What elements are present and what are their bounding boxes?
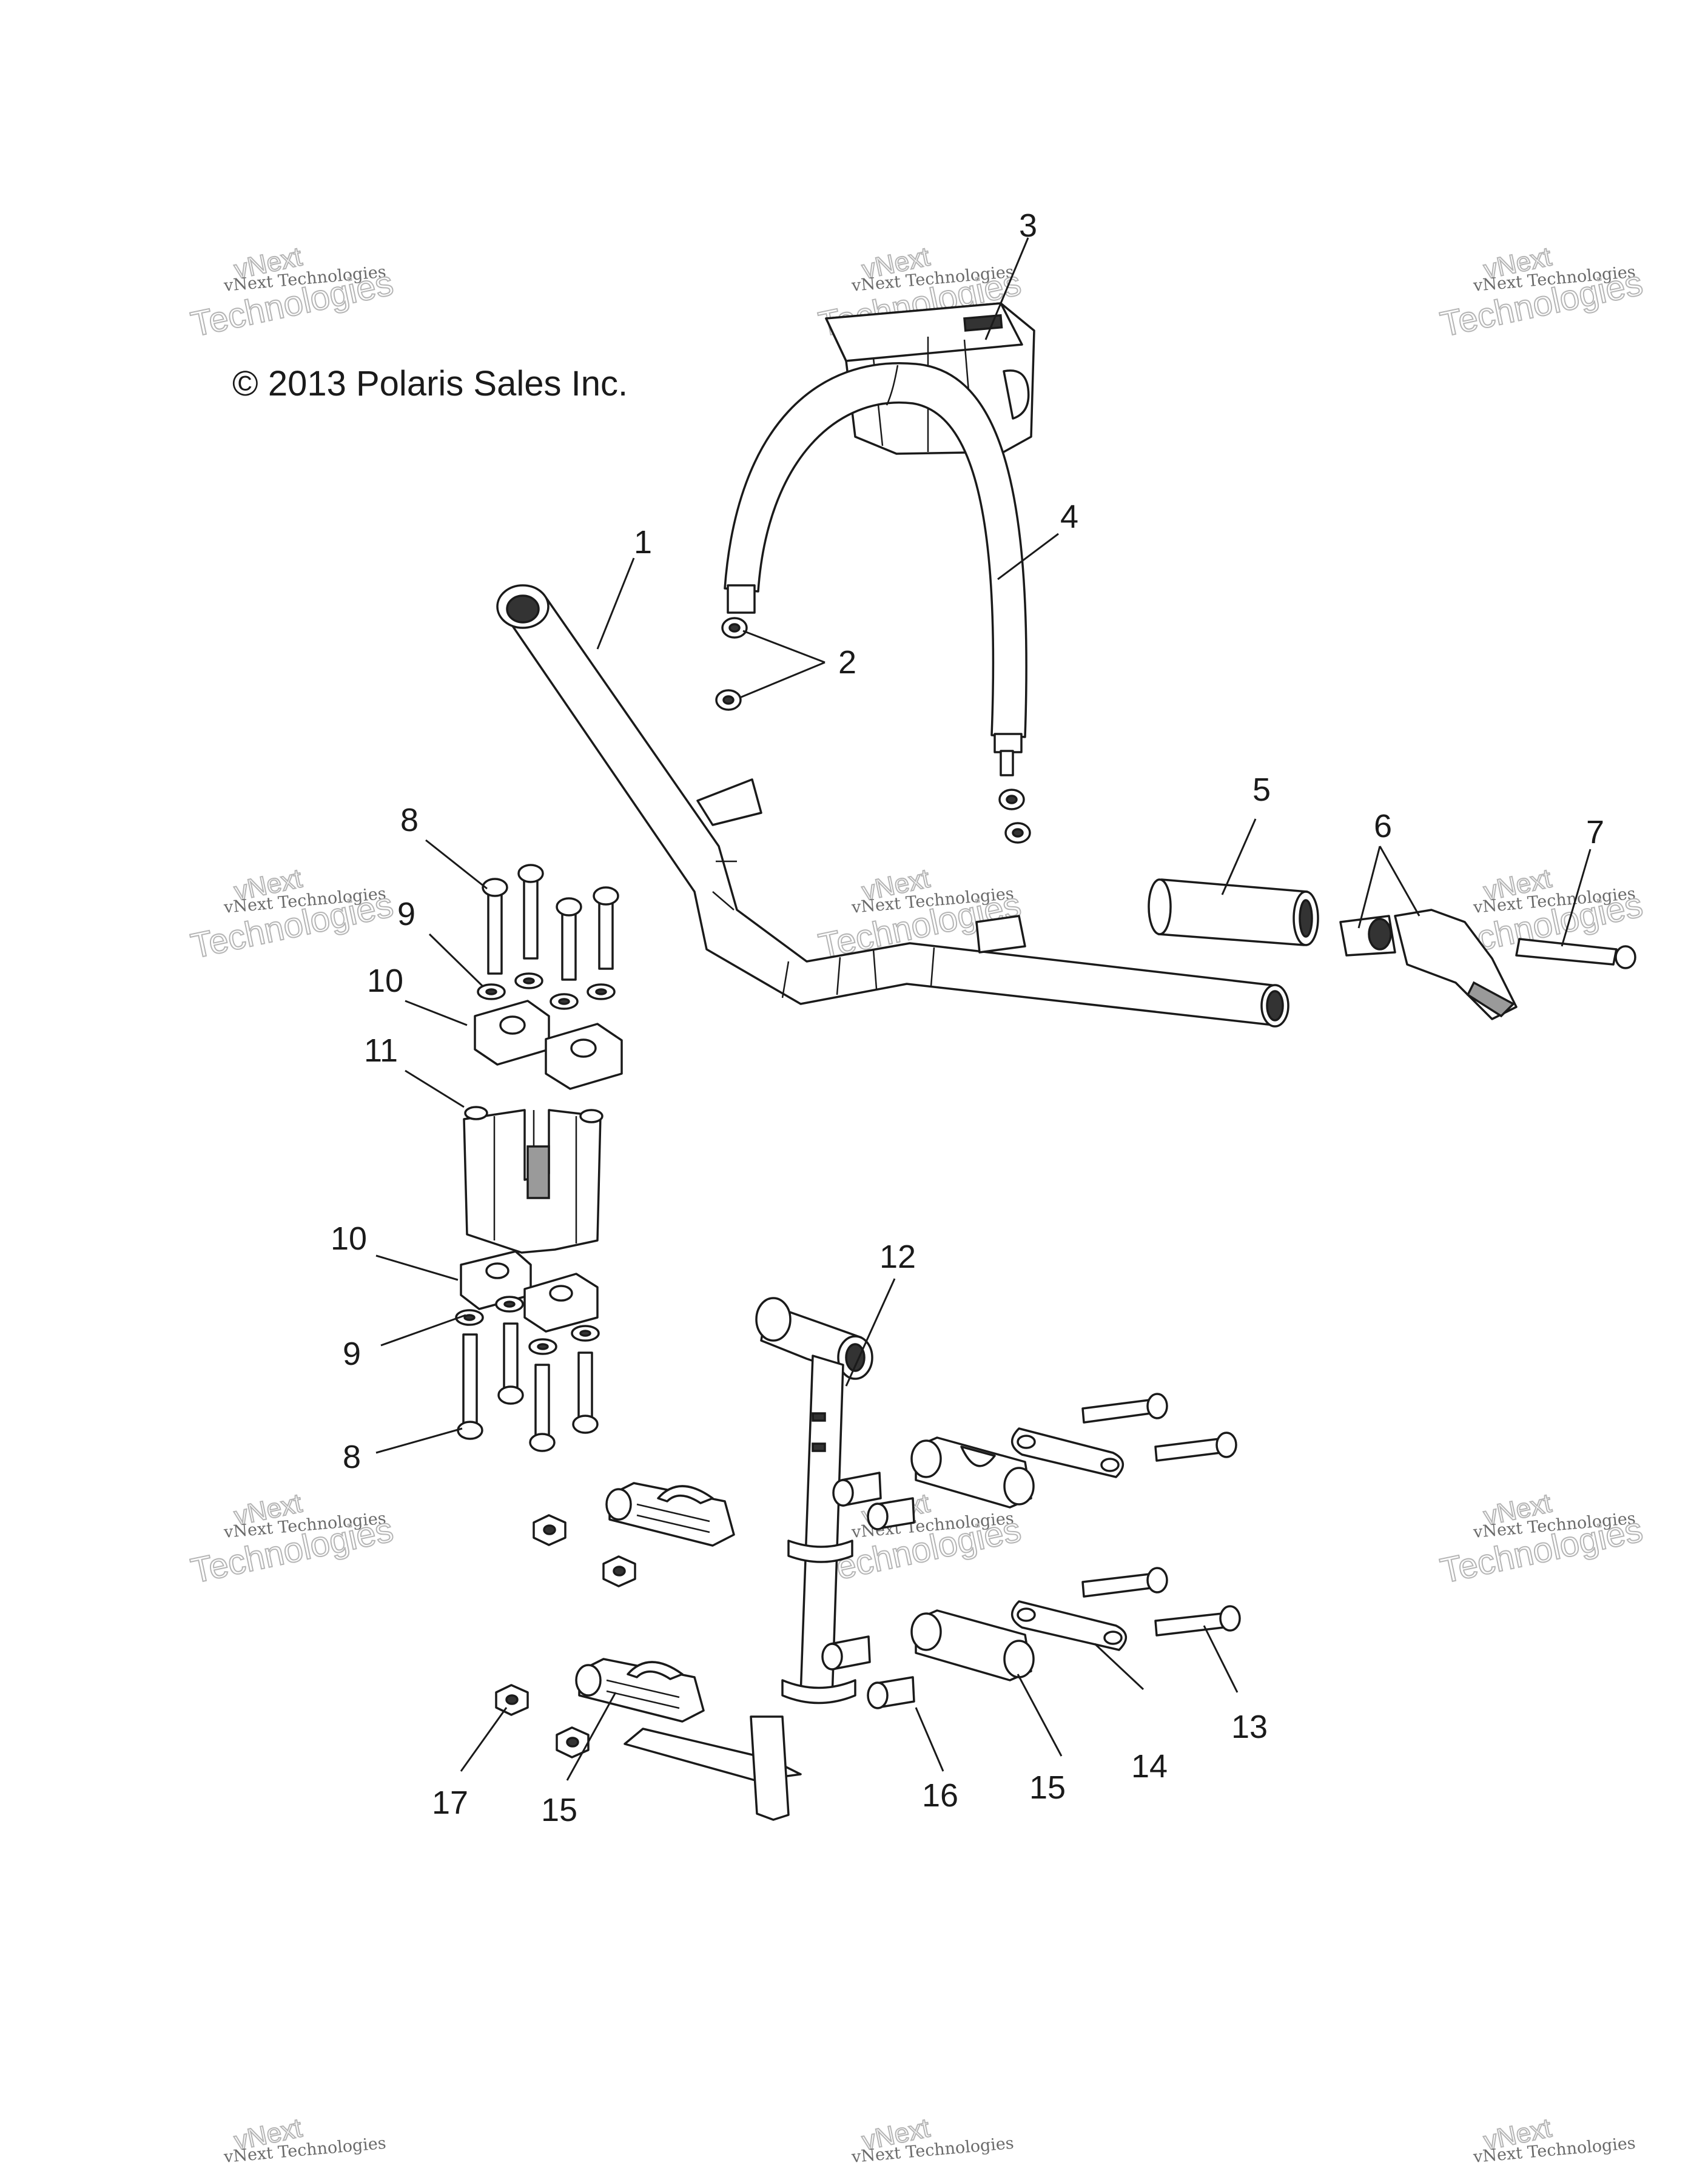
- callout-8-lower: 8: [343, 1439, 361, 1475]
- flange-nuts: [495, 1514, 636, 1758]
- riser-block: [463, 1106, 604, 1254]
- bushings: [821, 1472, 915, 1709]
- callout-5: 5: [1252, 772, 1271, 808]
- bar-clamps-upper: [474, 1000, 623, 1090]
- callout-4: 4: [1060, 499, 1078, 535]
- callout-7: 7: [1586, 814, 1604, 850]
- watermark-bottom-left: vNext vNext Technologies: [223, 2112, 387, 2167]
- callout-11: 11: [364, 1032, 398, 1069]
- callout-labels: 1 2 3 4 5 6 7 8 9 10 11 10 9 8 12 13 14 …: [331, 207, 1604, 1828]
- copyright-notice: © 2013 Polaris Sales Inc.: [232, 364, 628, 403]
- bar-clamps-lower: [460, 1250, 599, 1333]
- bar-end-caps: [1339, 909, 1518, 1020]
- callout-16: 16: [922, 1777, 958, 1814]
- watermark-top-left: vNext vNext Technologies Technologies: [187, 241, 397, 345]
- callout-9-lower: 9: [343, 1336, 361, 1372]
- post-clamps-right: [910, 1436, 1035, 1681]
- mount-bolts: [1081, 1393, 1241, 1637]
- grip-tube: [1148, 878, 1319, 946]
- leader-lines: [375, 237, 1592, 1781]
- handlebar: [496, 584, 1289, 1028]
- watermark-group: vNext vNext Technologies Technologies vN…: [187, 241, 1647, 2167]
- steering-post: [624, 1297, 873, 1821]
- callout-13: 13: [1231, 1709, 1268, 1745]
- washers-lower: [455, 1296, 600, 1355]
- washers-upper: [477, 972, 616, 1010]
- riser-bolts-lower: [457, 1322, 599, 1452]
- watermark-low-right: vNext vNext Technologies Technologies: [1436, 1487, 1647, 1591]
- watermark-top-right: vNext vNext Technologies Technologies: [1436, 241, 1647, 345]
- callout-9-upper: 9: [397, 896, 415, 932]
- callout-10-upper: 10: [367, 963, 403, 999]
- callout-14: 14: [1131, 1748, 1168, 1785]
- watermark-bottom-right: vNext vNext Technologies: [1472, 2112, 1636, 2167]
- callout-15-right: 15: [1029, 1769, 1066, 1806]
- callout-2: 2: [838, 644, 856, 681]
- crossbar-pad: [724, 362, 1027, 776]
- callout-3: 3: [1019, 207, 1037, 244]
- watermark-bottom-center: vNext vNext Technologies: [850, 2112, 1015, 2167]
- riser-bolts-upper: [482, 864, 619, 981]
- nut-set-upper: [715, 617, 1031, 844]
- callout-8-upper: 8: [400, 802, 419, 838]
- watermark-low-left: vNext vNext Technologies Technologies: [187, 1487, 397, 1591]
- bar-end-bolt: [1515, 938, 1636, 969]
- callout-12: 12: [879, 1239, 916, 1275]
- callout-6: 6: [1374, 808, 1392, 844]
- post-clamps-left: [575, 1482, 735, 1723]
- callout-15-left: 15: [541, 1792, 577, 1828]
- callout-1: 1: [634, 524, 652, 560]
- callout-10-lower: 10: [331, 1220, 367, 1257]
- mount-plates: [1011, 1427, 1127, 1651]
- watermark-mid-left: vNext vNext Technologies Technologies: [187, 863, 397, 966]
- callout-17: 17: [432, 1785, 468, 1821]
